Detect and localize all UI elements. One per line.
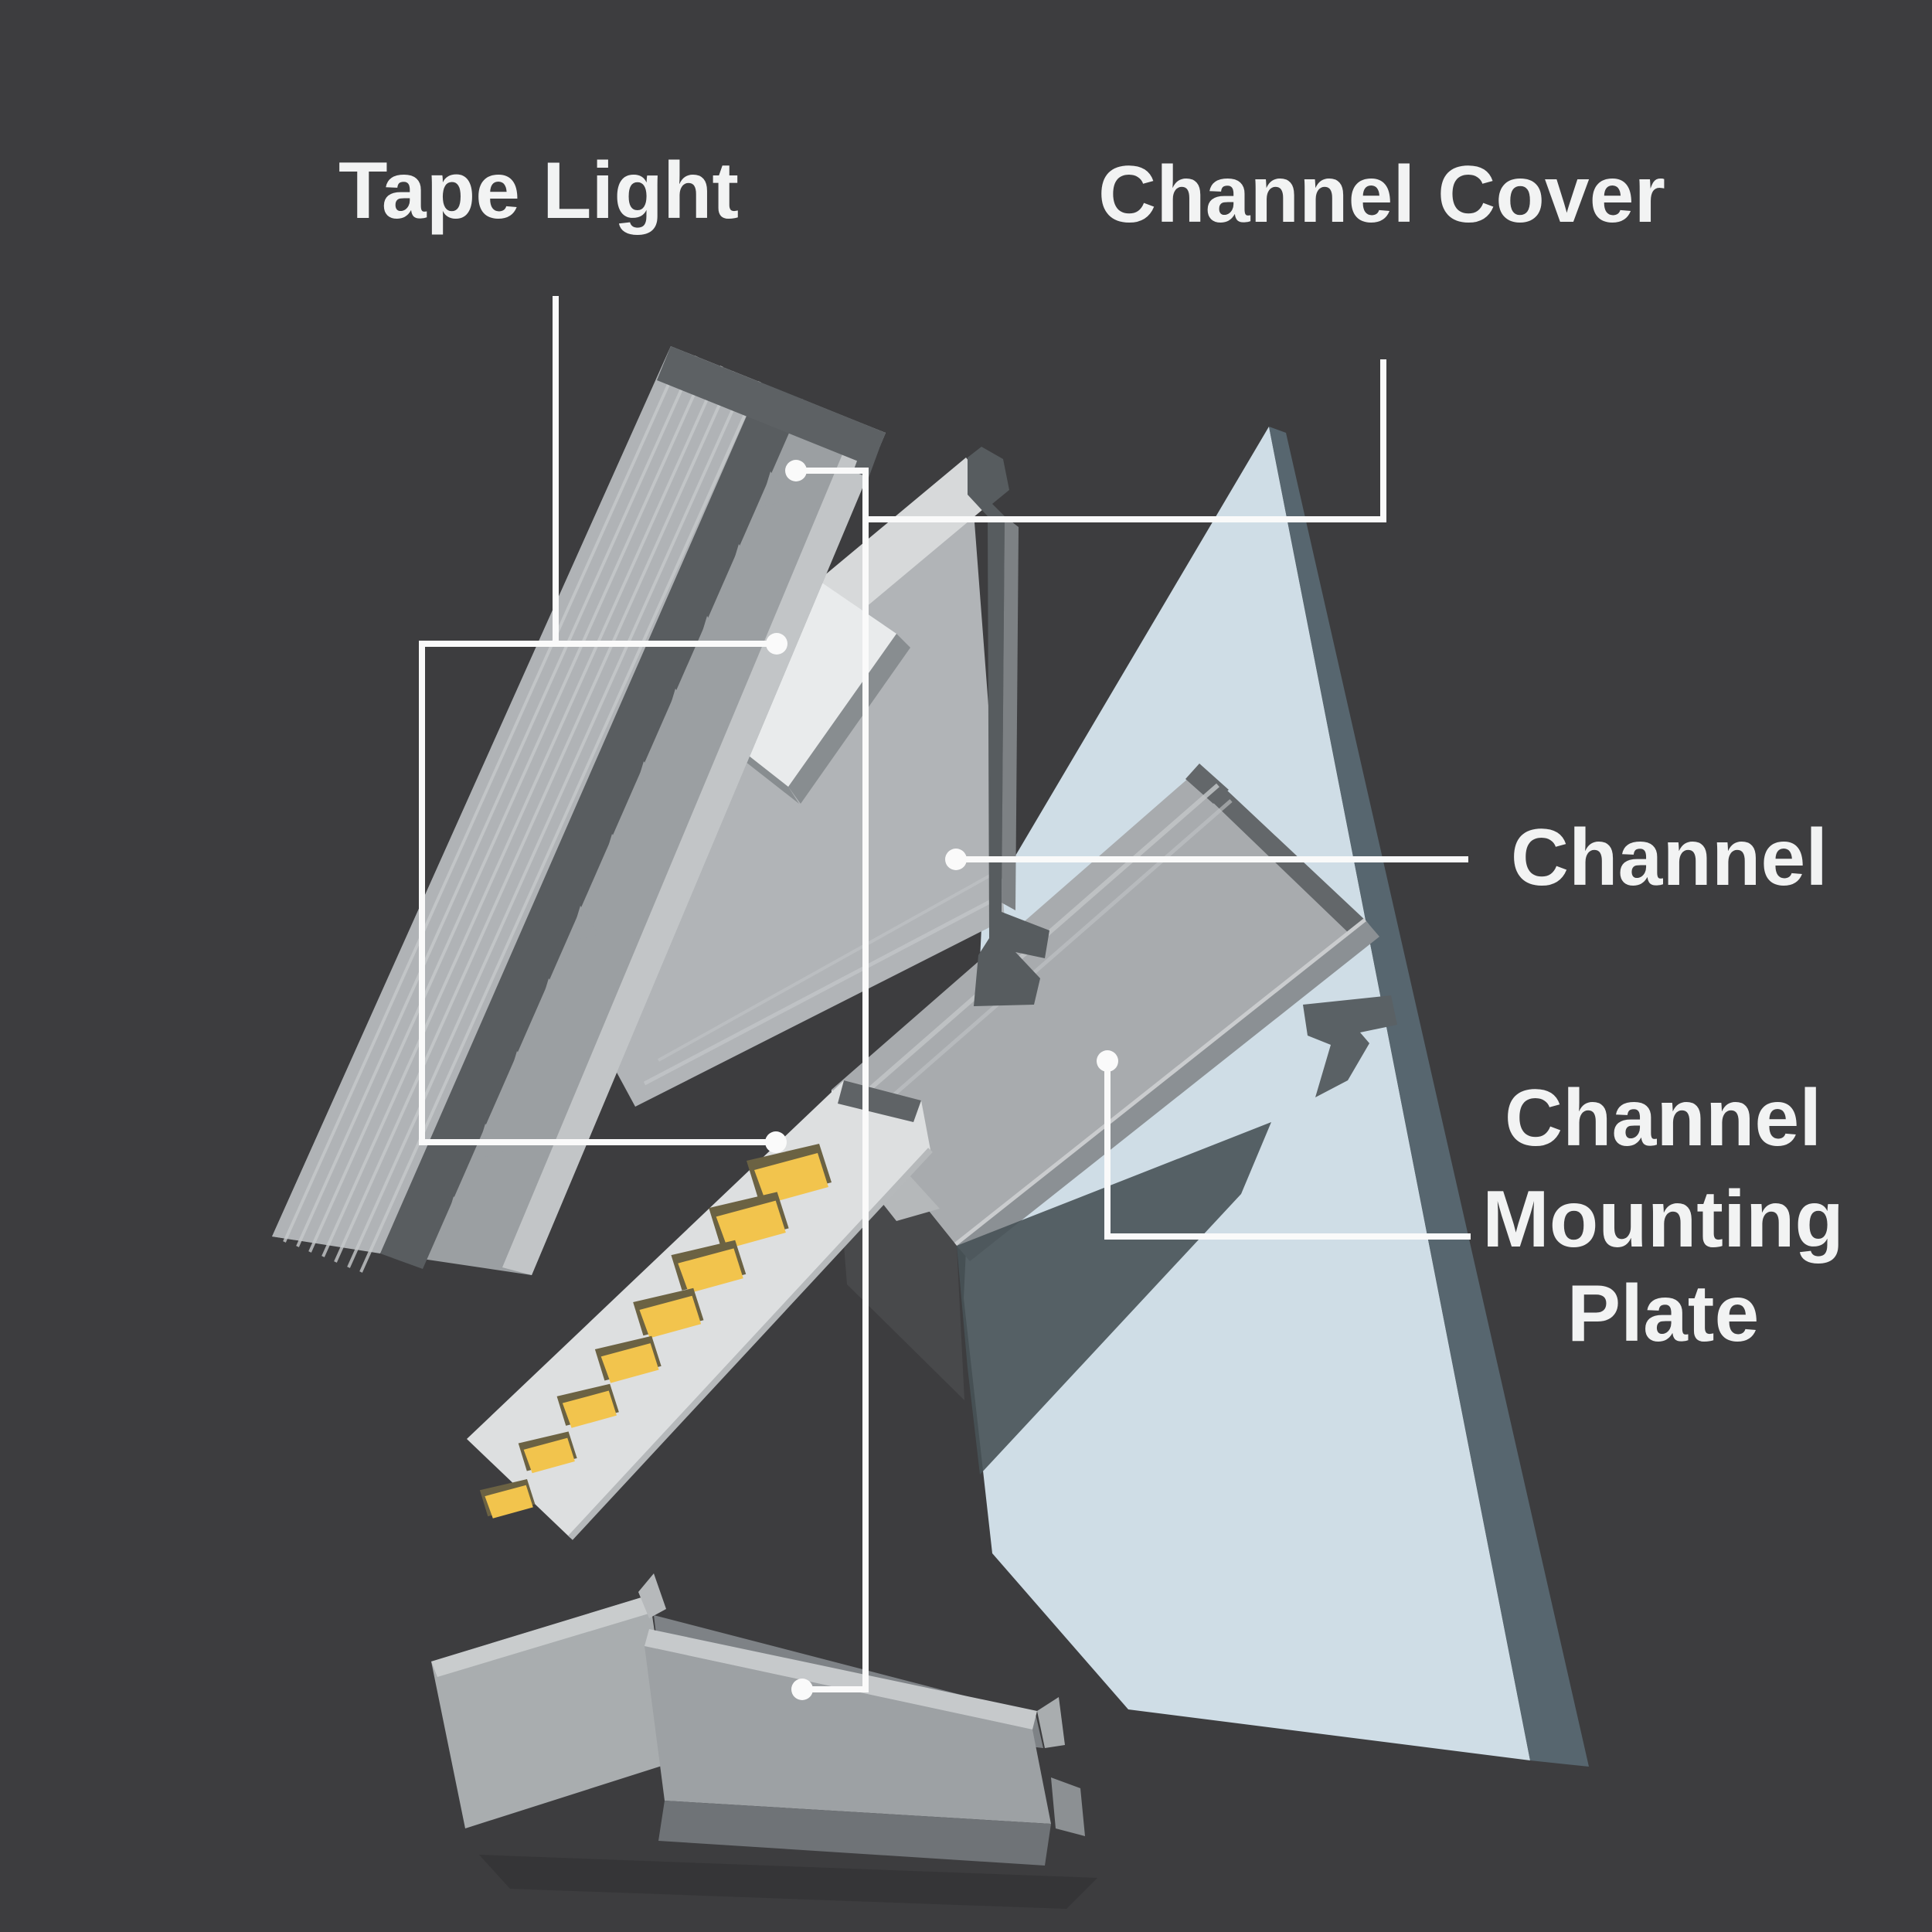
leader-tape-light <box>419 296 777 1145</box>
mounting-plate-ridge-line <box>859 799 1233 1125</box>
channel-face-highlight <box>643 894 1002 1086</box>
cover2-near-wall-top <box>645 1629 1037 1730</box>
cover2-base <box>658 1801 1051 1866</box>
cover2-flange <box>1051 1777 1085 1836</box>
cover-rib <box>334 371 736 1263</box>
dot-tape-light-back <box>766 633 787 655</box>
tape-strip-end-cut <box>838 1080 921 1122</box>
cover-ground-shadow <box>479 1855 1097 1909</box>
tape-strip-edge <box>568 1148 933 1540</box>
dot-tape-light-front <box>765 1131 787 1153</box>
label-channel: Channel <box>1511 813 1828 903</box>
cover-rib <box>359 381 761 1273</box>
leader-dots <box>765 460 1118 1700</box>
cover-rib <box>296 355 698 1247</box>
cover-rib <box>283 351 685 1243</box>
cover-rib <box>308 361 710 1253</box>
cover2-far-tip <box>638 1573 666 1618</box>
tape-light-front <box>467 1080 933 1540</box>
dot-channel-cover-bottom <box>791 1679 813 1700</box>
cover-rail <box>502 421 886 1275</box>
cover2-near-wall <box>645 1646 1051 1824</box>
mounting-plate-end-cut <box>1190 767 1366 935</box>
channel-end-facet <box>1002 516 1019 910</box>
wall-edge <box>1269 427 1589 1767</box>
dot-channel-cover-top <box>785 460 807 481</box>
dot-channel <box>945 849 967 870</box>
leader-channel-cover <box>796 359 1386 1692</box>
label-channel-cover: Channel Cover <box>1098 150 1665 240</box>
mounting-plate-bottom-band <box>957 921 1379 1261</box>
wall-face <box>964 427 1530 1760</box>
plate-shadow-on-wall <box>957 1122 1271 1475</box>
mounting-plate-face <box>832 767 1366 1246</box>
leader-mounting-plate <box>1104 1061 1471 1240</box>
tape-back-shadow <box>788 634 910 804</box>
cover-end-cut <box>657 346 886 467</box>
channel-cover-top <box>272 346 886 1275</box>
cover-serration-strip <box>380 383 804 1269</box>
channel-mounting-plate <box>832 764 1397 1475</box>
channel-face-highlight <box>658 870 998 1062</box>
cover2-near-tip <box>1037 1697 1065 1748</box>
wall-panel <box>964 427 1589 1767</box>
label-channel-mounting-plate-line2: Mounting <box>1482 1175 1844 1264</box>
channel-cover-bottom <box>431 1573 1097 1909</box>
label-channel-mounting-plate-line3: Plate <box>1567 1269 1760 1359</box>
label-channel-mounting-plate-line1: Channel <box>1505 1073 1821 1163</box>
cover2-far-wall-top <box>431 1595 654 1677</box>
mounting-plate-ridge-cut <box>1185 764 1229 804</box>
channel-end-profile <box>968 447 1049 1006</box>
cover-rib <box>347 376 749 1268</box>
mounting-plate-clip-fork <box>1303 995 1397 1097</box>
cover-rib <box>321 366 723 1257</box>
dot-mounting-plate <box>1097 1050 1118 1072</box>
label-tape-light: Tape Light <box>338 146 739 236</box>
leader-lines <box>419 296 1471 1692</box>
